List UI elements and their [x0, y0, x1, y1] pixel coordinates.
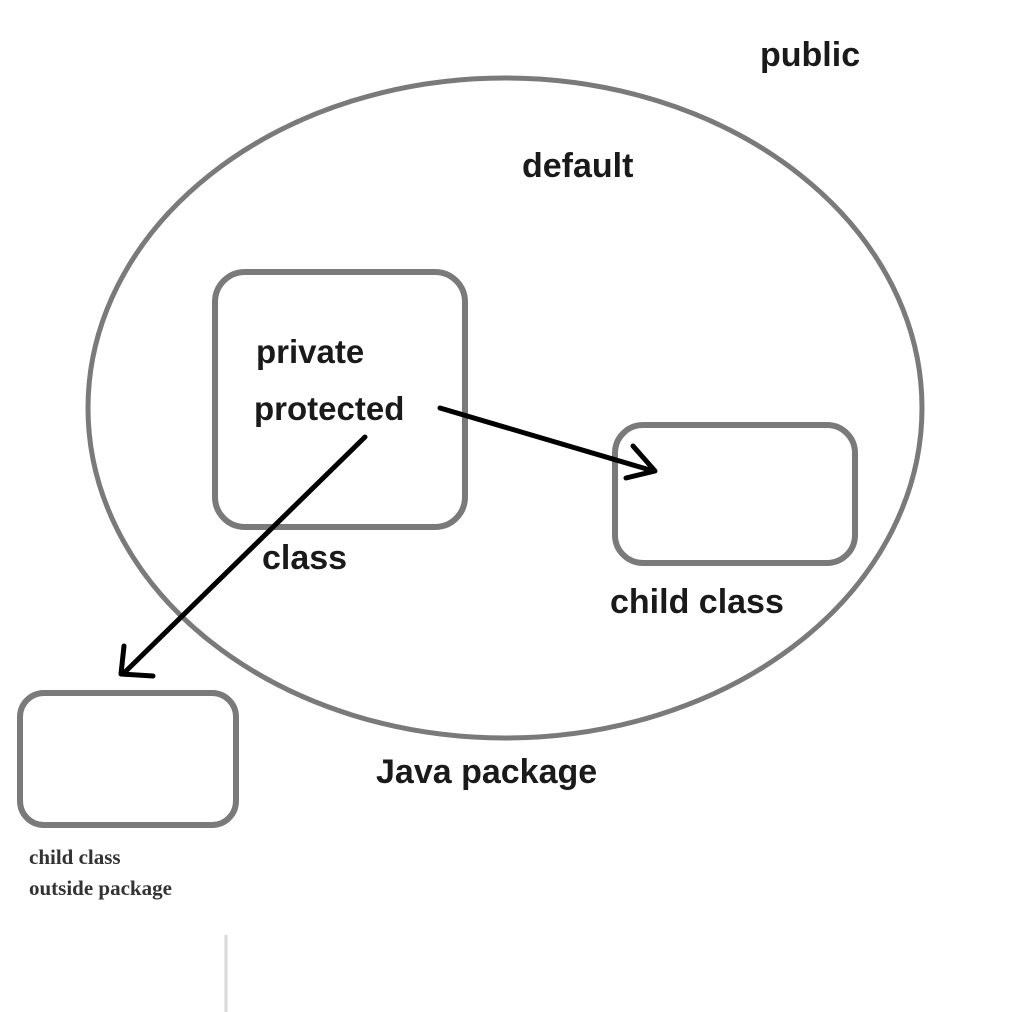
label-default: default: [522, 147, 633, 185]
label-protected: protected: [254, 390, 404, 427]
arrow-to-outside-child-class: [118, 434, 368, 679]
arrow-to-child-class: [437, 405, 658, 481]
child-class-box: [612, 422, 858, 566]
class-box: [212, 269, 468, 530]
label-private: private: [256, 333, 364, 370]
outside-child-class-box: [17, 690, 239, 828]
label-outside-line2: outside package: [29, 876, 172, 900]
label-outside-line1: child class: [29, 845, 121, 869]
label-child-class: child class: [610, 583, 784, 621]
label-class: class: [262, 539, 347, 577]
label-public: public: [760, 36, 860, 74]
label-java-package: Java package: [376, 753, 597, 791]
java-package-boundary: [85, 75, 925, 741]
